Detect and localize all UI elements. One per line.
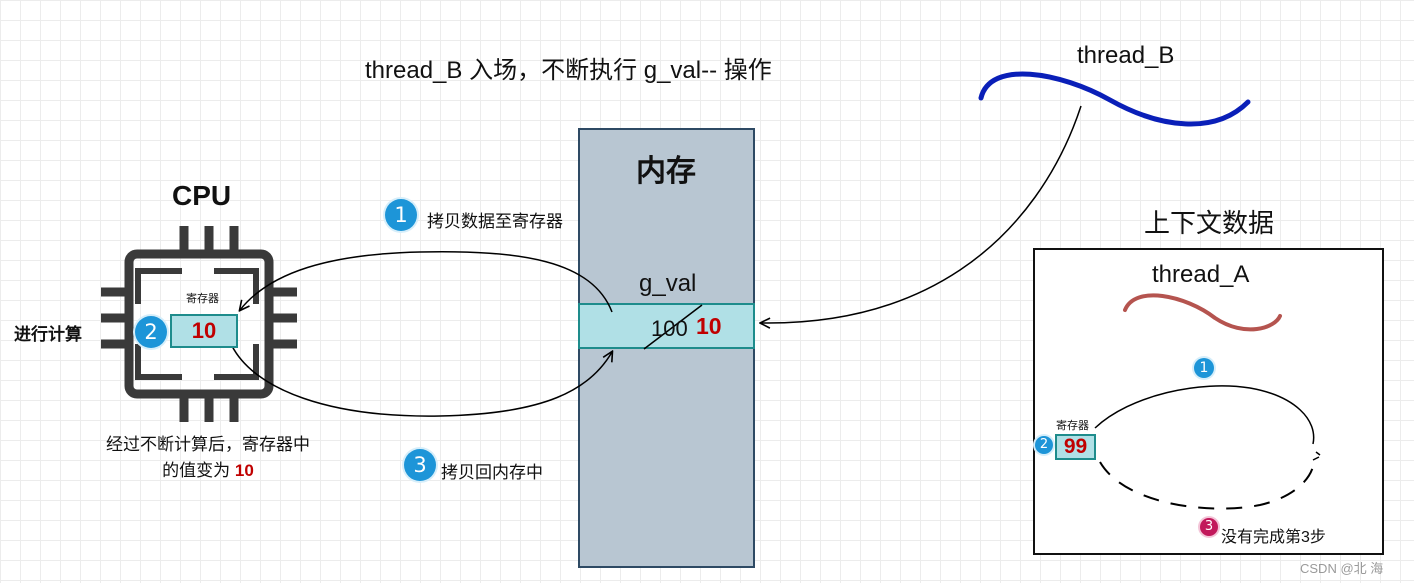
context-title: 上下文数据 [1144, 208, 1275, 238]
step-2-badge: 2 [135, 316, 167, 348]
cpu-note-line2-value: 10 [234, 461, 254, 480]
cpu-side-label: 进行计算 [14, 325, 82, 344]
cpu-note-line2: 的值变为 10 [96, 458, 320, 484]
cpu-title: CPU [172, 180, 232, 211]
memory-new-value: 10 [696, 313, 722, 339]
arrow-thread-b-to-memory [761, 105, 1082, 323]
arrow-copy-to-register [240, 251, 613, 313]
diagram-title: thread_B 入场，不断执行 g_val-- 操作 [365, 57, 772, 84]
thread-b-label: thread_B [1077, 42, 1175, 69]
context-box [1033, 248, 1384, 555]
cpu-register-value: 10 [191, 318, 217, 343]
cpu-chip-icon [101, 226, 297, 422]
cpu-register-box: 10 [170, 314, 238, 348]
context-register-value: 99 [1063, 435, 1088, 458]
thread-a-label: thread_A [1152, 261, 1250, 288]
step-1-badge: 1 [385, 199, 417, 231]
context-step-2-badge: 2 [1035, 436, 1053, 454]
context-step-3-text: 没有完成第3步 [1221, 529, 1326, 546]
step-1-text: 拷贝数据至寄存器 [427, 212, 563, 231]
watermark: CSDN @北 海 [1300, 561, 1384, 576]
context-loop-solid [1094, 385, 1315, 445]
cpu-note-line2-prefix: 的值变为 [162, 461, 235, 480]
arrow-copy-back-to-memory [231, 345, 612, 417]
memory-old-value: 100 [651, 316, 688, 341]
thread-b-wave-icon [978, 71, 1251, 127]
thread-a-wave-icon [1123, 293, 1282, 332]
cpu-register-label: 寄存器 [186, 293, 219, 305]
step-3-badge: 3 [404, 449, 436, 481]
context-loop-arrowhead [1312, 451, 1321, 461]
cpu-note: 经过不断计算后，寄存器中 的值变为 10 [96, 432, 320, 484]
context-register-label: 寄存器 [1056, 420, 1089, 432]
context-step-3-badge: 3 [1200, 518, 1218, 536]
context-loop-dashed [1099, 461, 1315, 510]
context-register-box: 99 [1055, 434, 1096, 460]
cpu-note-line1: 经过不断计算后，寄存器中 [106, 435, 310, 454]
memory-title: 内存 [636, 155, 696, 188]
memory-cell-g-val [578, 303, 755, 349]
strike-through-line [643, 304, 703, 350]
step-3-text: 拷贝回内存中 [441, 463, 543, 482]
context-step-1-badge: 1 [1194, 358, 1214, 378]
memory-var-name: g_val [639, 270, 697, 297]
